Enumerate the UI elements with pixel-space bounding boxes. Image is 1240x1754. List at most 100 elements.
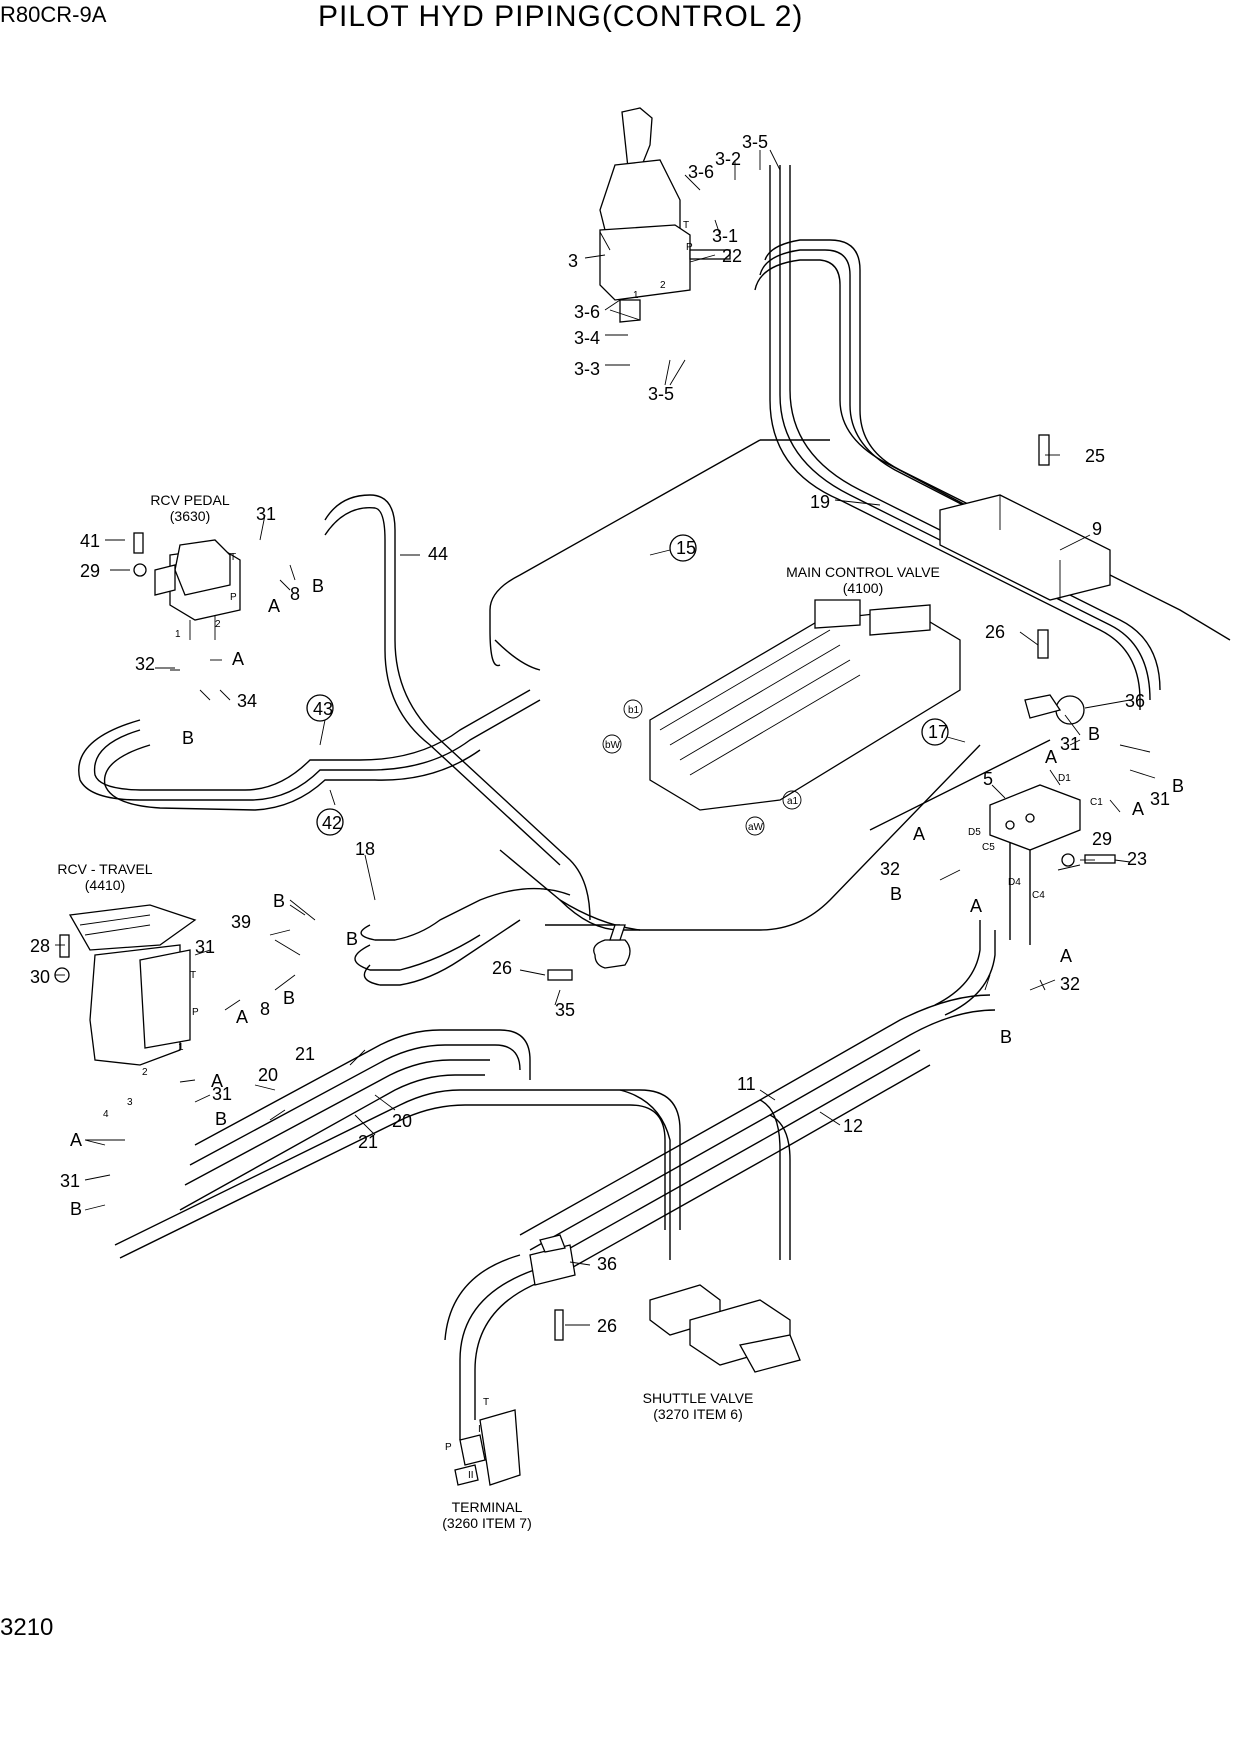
pipe-clamp-lower xyxy=(529,1234,576,1286)
port-2-joystick: 2 xyxy=(660,280,666,291)
callout-5: 5 xyxy=(983,769,993,789)
label-b-1: B xyxy=(312,576,324,596)
rcv-travel-ref: (4410) xyxy=(85,877,125,893)
callout-31-bottom-left: 31 xyxy=(60,1171,80,1191)
port-c5: C5 xyxy=(982,842,995,853)
port-2-pedal: 2 xyxy=(215,619,221,630)
callout-29-left: 29 xyxy=(80,561,100,581)
port-p-joystick: P xyxy=(686,242,693,253)
joystick-assembly xyxy=(599,107,691,323)
pipe-clamp xyxy=(593,924,631,969)
callout-3-5-bottom: 3-5 xyxy=(648,384,674,404)
callout-20-top: 20 xyxy=(258,1065,278,1085)
port-4-travel: 4 xyxy=(103,1109,109,1120)
callout-3-2: 3-2 xyxy=(715,149,741,169)
port-1-joystick: 1 xyxy=(633,290,639,301)
callout-31-travel: 31 xyxy=(195,937,215,957)
callout-3: 3 xyxy=(568,251,578,271)
callout-28: 28 xyxy=(30,936,50,956)
port-c4: C4 xyxy=(1032,890,1045,901)
label-b-3: B xyxy=(273,891,285,911)
label-a-8: A xyxy=(913,824,925,844)
callout-31-pedal: 31 xyxy=(256,504,276,524)
label-a-5: A xyxy=(70,1130,82,1150)
label-a-6: A xyxy=(1045,747,1057,767)
port-t-terminal: T xyxy=(483,1397,489,1408)
port-1-pedal: 1 xyxy=(175,629,181,640)
label-b-11: B xyxy=(1000,1027,1012,1047)
port-t-joystick: T xyxy=(683,220,689,231)
callout-circle-43 xyxy=(306,694,334,722)
port-1-travel: 1 xyxy=(178,1042,184,1053)
callout-9: 9 xyxy=(1092,519,1102,539)
model-number: R80CR-9A xyxy=(0,2,107,27)
port-d1: D1 xyxy=(1058,773,1071,784)
callout-3-1: 3-1 xyxy=(712,226,738,246)
callout-32-left: 32 xyxy=(135,654,155,674)
callout-15: 15 xyxy=(676,538,696,558)
label-a-10: A xyxy=(1060,946,1072,966)
page-title: PILOT HYD PIPING(CONTROL 2) xyxy=(318,0,804,33)
terminal-name: TERMINAL xyxy=(452,1499,523,1515)
callout-21-bottom: 21 xyxy=(358,1132,378,1152)
pipe-clamp-right xyxy=(1024,694,1085,725)
port-bw: bW xyxy=(605,740,621,751)
main-control-valve xyxy=(649,599,961,811)
label-a-7: A xyxy=(1132,799,1144,819)
port-b1: b1 xyxy=(628,705,640,716)
port-p-terminal: P xyxy=(445,1442,452,1453)
callout-8-pedal: 8 xyxy=(290,584,300,604)
callout-circle-15 xyxy=(669,534,697,562)
pipe-clamp-housing xyxy=(939,494,1111,601)
callout-19: 19 xyxy=(810,492,830,512)
rcv-pedal-valve xyxy=(154,539,241,640)
port-p-pedal: P xyxy=(230,592,237,603)
callout-3-4: 3-4 xyxy=(574,328,600,348)
port-ii-terminal: II xyxy=(468,1470,474,1481)
label-a-3: A xyxy=(236,1007,248,1027)
callout-3-3: 3-3 xyxy=(574,359,600,379)
port-c1: C1 xyxy=(1090,797,1103,808)
connection-letters: A A A A A A A A A A B B B B B B B B B B … xyxy=(70,576,1184,1219)
label-b-10: B xyxy=(890,884,902,904)
circled-callouts xyxy=(306,534,949,836)
label-b-6: B xyxy=(215,1109,227,1129)
callout-31-lower: 31 xyxy=(212,1084,232,1104)
callout-35: 35 xyxy=(555,1000,575,1020)
callout-26-mid: 26 xyxy=(492,958,512,978)
label-a-9: A xyxy=(970,896,982,916)
shuttle-valve-name: SHUTTLE VALVE xyxy=(643,1390,754,1406)
callout-3-6-top: 3-6 xyxy=(688,162,714,182)
label-b-7: B xyxy=(70,1199,82,1219)
port-i-terminal: I xyxy=(478,1424,481,1435)
callout-26-top: 26 xyxy=(985,622,1005,642)
callout-17: 17 xyxy=(928,722,948,742)
rcv-pedal-ref: (3630) xyxy=(170,508,210,524)
callout-36-lower: 36 xyxy=(597,1254,617,1274)
callout-34: 34 xyxy=(237,691,257,711)
callout-25: 25 xyxy=(1085,446,1105,466)
rcv-travel-name: RCV - TRAVEL xyxy=(57,861,152,877)
shuttle-valve-ref: (3270 ITEM 6) xyxy=(653,1406,742,1422)
callout-43: 43 xyxy=(313,699,333,719)
label-b-9: B xyxy=(1172,776,1184,796)
callout-29-right: 29 xyxy=(1092,829,1112,849)
port-t-pedal: T xyxy=(230,552,236,563)
port-aw: aW xyxy=(748,822,764,833)
label-b-4: B xyxy=(346,929,358,949)
callout-12: 12 xyxy=(843,1116,863,1136)
port-d5: D5 xyxy=(968,827,981,838)
assembly-labels: RCV PEDAL (3630) RCV - TRAVEL (4410) MAI… xyxy=(57,492,939,1531)
port-a1: a1 xyxy=(787,796,799,807)
callout-31-c1: 31 xyxy=(1150,789,1170,809)
callout-circle-42 xyxy=(316,808,344,836)
port-p-travel: P xyxy=(192,1007,199,1018)
callout-41: 41 xyxy=(80,531,100,551)
callout-3-6-bottom: 3-6 xyxy=(574,302,600,322)
callout-44: 44 xyxy=(428,544,448,564)
callout-26-bottom: 26 xyxy=(597,1316,617,1336)
label-b-8: B xyxy=(1088,724,1100,744)
pipe-runs xyxy=(78,165,1231,1440)
callout-20-bottom: 20 xyxy=(392,1111,412,1131)
